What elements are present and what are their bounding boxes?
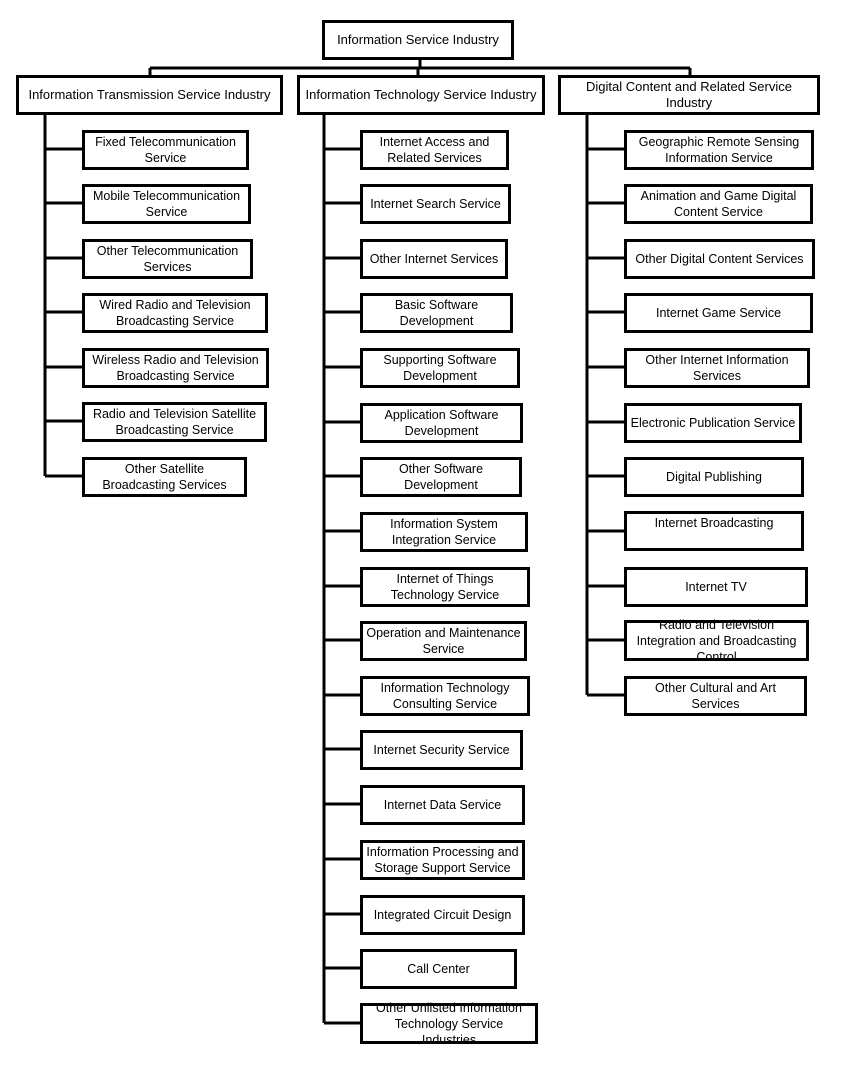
- item-label: Internet of Things Technology Service: [390, 572, 500, 602]
- item-label: Other Software Development: [398, 462, 484, 492]
- item-label: Integrated Circuit Design: [373, 908, 512, 922]
- item-mobile-telecommunication: Mobile Telecommunication Service: [82, 184, 251, 224]
- item-label: Wireless Radio and Television Broadcasti…: [92, 353, 259, 383]
- item-label: Other Unlisted Information Technology Se…: [376, 1000, 522, 1047]
- item-wired-radio-tv: Wired Radio and Television Broadcasting …: [82, 293, 268, 333]
- item-label: Basic Software Development: [394, 298, 479, 328]
- item-internet-security: Internet Security Service: [360, 730, 523, 770]
- item-label: Wired Radio and Television Broadcasting …: [99, 298, 251, 328]
- item-label: Information System Integration Service: [390, 517, 498, 547]
- item-label: Internet Search Service: [370, 197, 501, 211]
- item-other-internet-services: Other Internet Services: [360, 239, 508, 279]
- item-label: Other Telecommunication Services: [96, 244, 239, 274]
- item-application-software: Application Software Development: [360, 403, 523, 443]
- item-label: Information Processing and Storage Suppo…: [366, 845, 519, 875]
- item-radio-tv-integration: Radio and Television Integration and Bro…: [624, 618, 809, 664]
- item-label: Application Software Development: [384, 408, 499, 438]
- item-geographic-remote-sensing: Geographic Remote Sensing Information Se…: [624, 130, 814, 170]
- category-label: Digital Content and Related Service Indu…: [586, 79, 792, 110]
- root-label: Information Service Industry: [337, 32, 499, 47]
- item-operation-maintenance: Operation and Maintenance Service: [360, 621, 527, 661]
- item-label: Digital Publishing: [666, 470, 762, 484]
- item-internet-of-things: Internet of Things Technology Service: [360, 567, 530, 607]
- item-label: Information Technology Consulting Servic…: [380, 681, 510, 711]
- item-label: Supporting Software Development: [383, 353, 497, 383]
- item-other-unlisted-it: Other Unlisted Information Technology Se…: [360, 1001, 538, 1047]
- category-information-transmission: Information Transmission Service Industr…: [16, 75, 283, 115]
- category-label: Information Technology Service Industry: [305, 87, 537, 102]
- item-radio-tv-satellite: Radio and Television Satellite Broadcast…: [82, 402, 267, 442]
- item-label: Internet Broadcasting: [654, 516, 774, 530]
- root-node: Information Service Industry: [322, 20, 514, 60]
- item-basic-software: Basic Software Development: [360, 293, 513, 333]
- item-electronic-publication: Electronic Publication Service: [624, 403, 802, 443]
- item-wireless-radio-tv: Wireless Radio and Television Broadcasti…: [82, 348, 269, 388]
- item-label: Radio and Television Integration and Bro…: [636, 617, 797, 664]
- item-animation-game: Animation and Game Digital Content Servi…: [624, 184, 813, 224]
- item-label: Geographic Remote Sensing Information Se…: [638, 135, 800, 165]
- item-label: Internet Data Service: [383, 798, 502, 812]
- item-other-satellite: Other Satellite Broadcasting Services: [82, 457, 247, 497]
- item-label: Internet Access and Related Services: [379, 135, 490, 165]
- category-information-technology: Information Technology Service Industry: [297, 75, 545, 115]
- item-other-software: Other Software Development: [360, 457, 522, 497]
- item-supporting-software: Supporting Software Development: [360, 348, 520, 388]
- item-it-consulting: Information Technology Consulting Servic…: [360, 676, 530, 716]
- item-label: Operation and Maintenance Service: [366, 626, 521, 656]
- category-digital-content: Digital Content and Related Service Indu…: [558, 75, 820, 115]
- item-information-system-integration: Information System Integration Service: [360, 512, 528, 552]
- item-internet-search: Internet Search Service: [360, 184, 511, 224]
- item-internet-game: Internet Game Service: [624, 293, 813, 333]
- item-fixed-telecommunication: Fixed Telecommunication Service: [82, 130, 249, 170]
- item-other-digital-content: Other Digital Content Services: [624, 239, 815, 279]
- item-label: Internet TV: [685, 580, 747, 594]
- item-label: Other Cultural and Art Services: [655, 681, 776, 711]
- item-label: Electronic Publication Service: [630, 416, 796, 430]
- item-call-center: Call Center: [360, 949, 517, 989]
- item-label: Call Center: [407, 962, 470, 976]
- item-label: Other Internet Services: [369, 252, 499, 266]
- item-internet-broadcasting: Internet Broadcasting: [624, 511, 804, 551]
- item-other-internet-information: Other Internet Information Services: [624, 348, 810, 388]
- item-label: Mobile Telecommunication Service: [92, 189, 241, 219]
- item-internet-tv: Internet TV: [624, 567, 808, 607]
- item-integrated-circuit-design: Integrated Circuit Design: [360, 895, 525, 935]
- item-information-processing-storage: Information Processing and Storage Suppo…: [360, 840, 525, 880]
- category-label: Information Transmission Service Industr…: [28, 87, 271, 102]
- item-internet-access: Internet Access and Related Services: [360, 130, 509, 170]
- item-digital-publishing: Digital Publishing: [624, 457, 804, 497]
- item-other-telecommunication: Other Telecommunication Services: [82, 239, 253, 279]
- item-label: Radio and Television Satellite Broadcast…: [92, 407, 257, 437]
- item-label: Other Digital Content Services: [635, 252, 804, 266]
- item-internet-data: Internet Data Service: [360, 785, 525, 825]
- item-label: Internet Security Service: [373, 743, 510, 757]
- item-label: Other Internet Information Services: [645, 353, 789, 383]
- item-label: Other Satellite Broadcasting Services: [102, 462, 227, 492]
- item-label: Internet Game Service: [655, 306, 782, 320]
- item-label: Animation and Game Digital Content Servi…: [640, 189, 797, 219]
- item-other-cultural-art: Other Cultural and Art Services: [624, 676, 807, 716]
- item-label: Fixed Telecommunication Service: [95, 135, 236, 165]
